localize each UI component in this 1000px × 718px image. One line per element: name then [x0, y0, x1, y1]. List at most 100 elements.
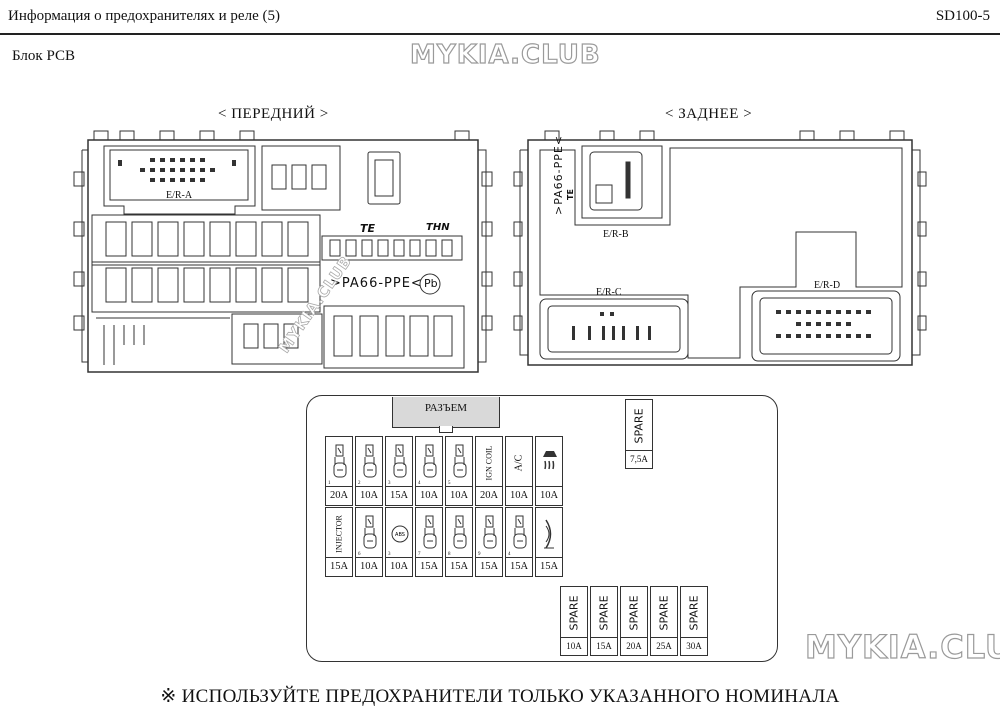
page-code: SD100-5: [935, 8, 990, 24]
fuse-rating: 15A: [446, 557, 472, 576]
connector-tab: РАЗЪЕМ: [392, 397, 500, 433]
fuse-face: 2: [356, 437, 382, 489]
connector-label-erc: E/R-C: [596, 287, 622, 298]
fuse-label: A/C: [513, 454, 525, 472]
fuse-rating: 10A: [446, 486, 472, 505]
fuse-face: INJECTOR: [326, 508, 352, 560]
fuse-face: ABS 3: [386, 508, 412, 560]
fuse-face: 7: [416, 508, 442, 560]
fuse-rating: 15A: [536, 557, 562, 576]
spare-fuse-label: SPARE: [657, 595, 671, 631]
fuse-face: IGN COIL: [476, 437, 502, 489]
fuse-number: 7: [418, 552, 421, 557]
fuse-rating: 15A: [326, 557, 352, 576]
fuse-slot[interactable]: 10A: [535, 436, 563, 506]
connector-label-erd: E/R-D: [814, 280, 841, 291]
fuse-label: INJECTOR: [334, 515, 344, 553]
fuse-rating: 10A: [356, 557, 382, 576]
lead-mark: Pb: [424, 277, 438, 290]
spare-fuse-rating: 15A: [591, 637, 617, 655]
fuse-symbol-icon: [483, 515, 497, 549]
fuse-symbol-icon: [363, 444, 377, 478]
header-divider: [0, 33, 1000, 35]
watermark-bottom-right: MYKIA.CLUB: [804, 627, 1000, 666]
fuse-rating: 10A: [356, 486, 382, 505]
fuse-number: 9: [478, 552, 481, 557]
fuse-symbol-icon: [393, 444, 407, 478]
connector-label-era: E/R-A: [166, 190, 193, 201]
fuse-face: 1: [326, 437, 352, 489]
fuse-number: 3: [388, 552, 391, 557]
fuse-face: 4: [506, 508, 532, 560]
connector-notch: [439, 426, 453, 433]
fuse-symbol-icon: [453, 444, 467, 478]
watermark-top: MYKIA.CLUB: [409, 39, 601, 70]
fuse-rating: 15A: [416, 557, 442, 576]
material-mark-rear: >PA66-PPE<: [552, 134, 565, 215]
fuse-panel: [306, 395, 778, 662]
spare-fuse-label: SPARE: [597, 595, 611, 631]
fuse-rating: 20A: [326, 486, 352, 505]
spare-fuse-rating: 20A: [621, 637, 647, 655]
block-drawings: [73, 130, 927, 373]
abs-icon: ABS: [391, 525, 409, 543]
fuse-number: 6: [358, 552, 361, 557]
fuse-rating: 10A: [536, 486, 562, 505]
fuse-rating: 10A: [386, 557, 412, 576]
fuse-face: A/C: [506, 437, 532, 489]
fuse-face: 9: [476, 508, 502, 560]
spare-fuse-top[interactable]: SPARE 7,5A: [625, 399, 653, 469]
fuse-symbol-icon: [453, 515, 467, 549]
fuse-number: 5: [448, 481, 451, 486]
fuse-slot[interactable]: INJECTOR 15A: [325, 507, 353, 577]
footer-warning: ※ ИСПОЛЬЗУЙТЕ ПРЕДОХРАНИТЕЛИ ТОЛЬКО УКАЗ…: [160, 686, 840, 707]
fuse-symbol-icon: [513, 515, 527, 549]
fuse-face: 8: [446, 508, 472, 560]
horn-icon: [544, 519, 554, 549]
fuse-face: [536, 437, 562, 489]
fuse-slot[interactable]: 15A: [535, 507, 563, 577]
front-view-drawing: [73, 130, 493, 373]
spare-fuse-rating: 25A: [651, 637, 677, 655]
fuse-symbol-icon: [363, 515, 377, 549]
spare-fuse-rating: 10A: [561, 637, 587, 655]
spare-fuse-slot[interactable]: SPARE 15A: [590, 586, 618, 656]
spare-fuse-label: SPARE: [567, 595, 581, 631]
fuse-number: 4: [418, 481, 421, 486]
fuse-rating: 15A: [506, 557, 532, 576]
brand-te-front: TE: [360, 222, 376, 235]
spare-fuse-label: SPARE: [632, 408, 646, 444]
connector-label-erb: E/R-B: [603, 229, 629, 240]
spare-fuse-rating: 7,5A: [626, 450, 652, 468]
spare-fuse-label: SPARE: [687, 595, 701, 631]
spare-fuse-slot[interactable]: SPARE 25A: [650, 586, 678, 656]
defroster-icon: [543, 451, 557, 470]
fuse-rating: 20A: [476, 486, 502, 505]
fuse-number: 1: [328, 481, 331, 486]
svg-text:ABS: ABS: [395, 532, 405, 538]
fuse-face: [536, 508, 562, 560]
connector-tab-label: РАЗЪЕМ: [424, 402, 468, 414]
material-mark-front: >PA66-PPE<: [330, 276, 423, 291]
fuse-number: 3: [388, 481, 391, 486]
brand-thn: THN: [426, 222, 450, 233]
spare-fuse-slot[interactable]: SPARE 10A: [560, 586, 588, 656]
block-label: Блок РСВ: [12, 48, 75, 64]
fuse-rating: 15A: [476, 557, 502, 576]
fuse-rating: 15A: [386, 486, 412, 505]
